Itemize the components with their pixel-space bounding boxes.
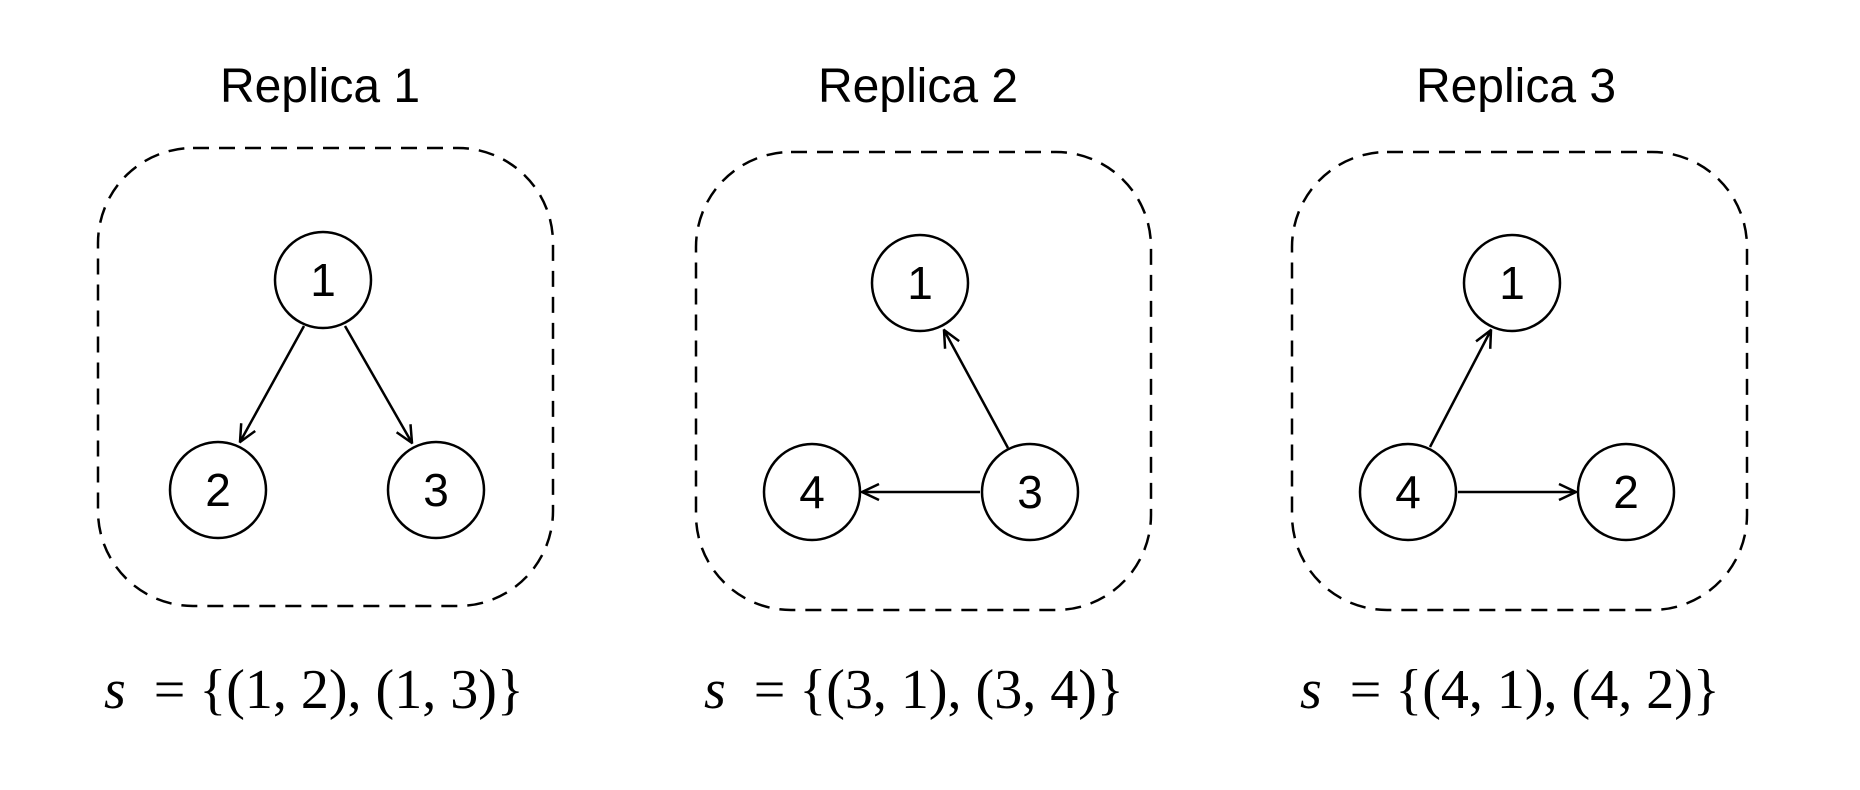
- formula-lhs-2: s: [704, 659, 726, 721]
- svg-text:3: 3: [423, 464, 449, 516]
- node-4: 4: [1358, 442, 1458, 542]
- svg-text:1: 1: [310, 254, 336, 306]
- node-3: 3: [386, 440, 486, 540]
- replica-title-3: Replica 3: [1416, 60, 1616, 113]
- svg-text:1: 1: [907, 257, 933, 309]
- node-2: 2: [1576, 442, 1676, 542]
- formula-rhs-2: = {(3, 1), (3, 4)}: [754, 659, 1124, 721]
- svg-text:1: 1: [1499, 257, 1525, 309]
- replica-title-1: Replica 1: [220, 60, 420, 113]
- replica-frame-2: [694, 150, 1153, 612]
- node-1: 1: [273, 230, 373, 330]
- node-3: 3: [980, 442, 1080, 542]
- svg-text:2: 2: [205, 464, 231, 516]
- edge-1-to-3: [343, 325, 412, 443]
- replica-panel-3: Replica 3 1 4 2 s = {(4, 1), (4, 2)}: [1290, 60, 1749, 721]
- replica-frame-1: [96, 146, 555, 608]
- svg-text:3: 3: [1017, 466, 1043, 518]
- formula-1: s = {(1, 2), (1, 3)}: [104, 659, 524, 721]
- replica-title-2: Replica 2: [818, 60, 1018, 113]
- svg-text:4: 4: [799, 466, 825, 518]
- formula-rhs-1: = {(1, 2), (1, 3)}: [154, 659, 524, 721]
- formula-3: s = {(4, 1), (4, 2)}: [1300, 659, 1720, 721]
- edge-1-to-2: [240, 325, 306, 442]
- node-1: 1: [1462, 233, 1562, 333]
- replica-frame-3: [1290, 150, 1749, 612]
- replica-panel-2: Replica 2 1 4 3 s = {(3, 1), (3, 4)}: [694, 60, 1153, 721]
- svg-text:4: 4: [1395, 466, 1421, 518]
- formula-2: s = {(3, 1), (3, 4)}: [704, 659, 1124, 721]
- edge-3-to-1: [944, 330, 1010, 449]
- svg-text:2: 2: [1613, 466, 1639, 518]
- replica-panel-1: Replica 1 1 2 3 s = {(1, 2), (1, 3)}: [96, 60, 555, 721]
- node-2: 2: [168, 440, 268, 540]
- formula-rhs-3: = {(4, 1), (4, 2)}: [1350, 659, 1720, 721]
- node-1: 1: [870, 233, 970, 333]
- formula-lhs-3: s: [1300, 659, 1322, 721]
- formula-lhs-1: s: [104, 659, 126, 721]
- node-4: 4: [762, 442, 862, 542]
- edge-4-to-1: [1428, 330, 1491, 448]
